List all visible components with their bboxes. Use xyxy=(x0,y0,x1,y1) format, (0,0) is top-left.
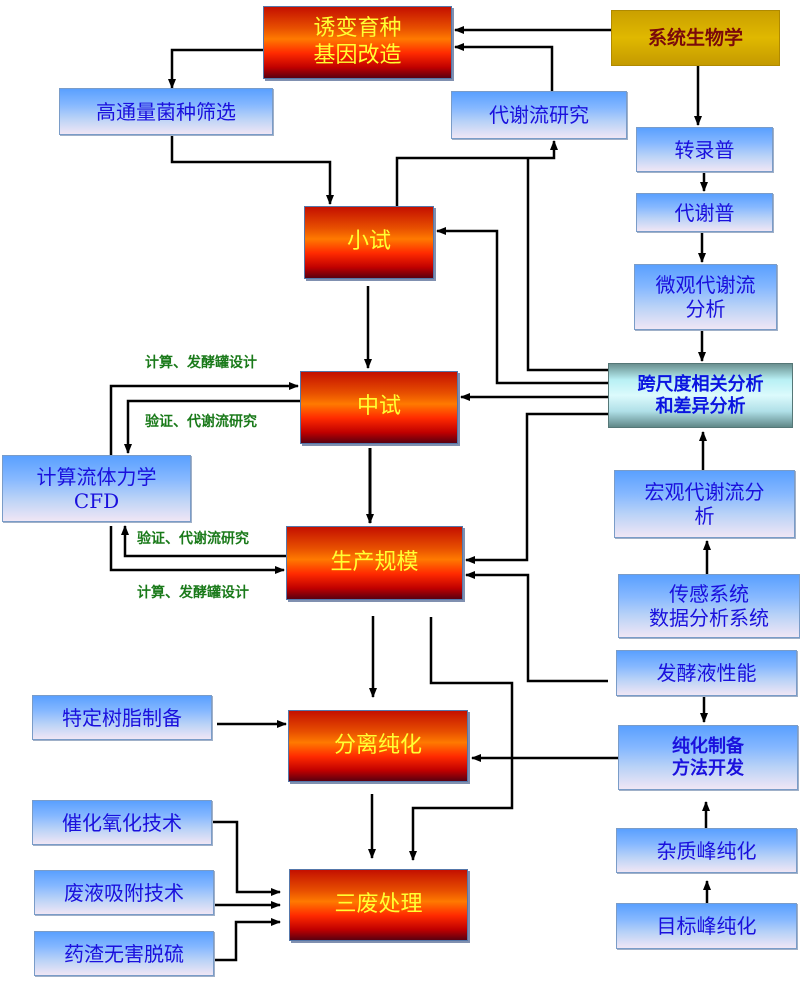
node-pilot-scale: 中试 xyxy=(300,371,458,444)
edge-broth-to-production xyxy=(465,571,608,683)
node-micro-flux-analysis: 微观代谢流 分析 xyxy=(634,264,777,330)
edge-pilot-to-cfd xyxy=(124,399,300,454)
node-macro-flux-analysis: 宏观代谢流分 析 xyxy=(614,470,795,538)
node-waste-treatment: 三废处理 xyxy=(289,869,468,941)
node-purification-method-dev: 纯化制备 方法开发 xyxy=(618,725,798,790)
edge-lab-to-flux xyxy=(395,140,558,206)
node-cfd: 计算流体力学 CFD xyxy=(2,455,191,522)
node-target-peak-purification: 目标峰纯化 xyxy=(616,903,797,949)
edge-label-pilot-calc: 计算、发酵罐设计 xyxy=(145,355,257,371)
edge-cross-to-flux xyxy=(526,158,608,372)
node-production-scale: 生产规模 xyxy=(286,526,463,600)
edge-label-pilot-verify: 验证、代谢流研究 xyxy=(145,414,257,430)
edge-screening-to-lab xyxy=(170,135,334,205)
node-sensing-system: 传感系统 数据分析系统 xyxy=(618,574,800,638)
node-cross-scale-analysis: 跨尺度相关分析 和差异分析 xyxy=(608,363,793,428)
edge-cfd-to-production xyxy=(109,526,285,574)
node-metabolome: 代谢普 xyxy=(636,193,773,232)
node-high-throughput-screening: 高通量菌种筛选 xyxy=(59,88,273,135)
edge-cross-to-production xyxy=(465,412,608,564)
node-impurity-peak-purification: 杂质峰纯化 xyxy=(616,828,797,873)
edge-cross-to-lab xyxy=(436,227,608,385)
edge-residue-to-waste xyxy=(214,918,281,962)
edge-label-prod-verify: 验证、代谢流研究 xyxy=(137,531,249,547)
edge-catalytic-to-waste xyxy=(212,820,281,896)
node-catalytic-oxidation: 催化氧化技术 xyxy=(32,800,212,845)
node-broth-properties: 发酵液性能 xyxy=(616,650,797,696)
node-waste-liquid-adsorption: 废液吸附技术 xyxy=(34,870,214,915)
edge-production-to-cfd xyxy=(121,525,286,558)
node-resin-preparation: 特定树脂制备 xyxy=(32,695,212,740)
node-systems-biology: 系统生物学 xyxy=(611,10,780,66)
node-transcriptome: 转录普 xyxy=(636,127,773,172)
edge-flux-to-breeding xyxy=(454,43,554,91)
edge-label-prod-calc: 计算、发酵罐设计 xyxy=(137,585,249,601)
edge-production-to-waste xyxy=(409,617,514,861)
node-separation-purification: 分离纯化 xyxy=(288,710,468,782)
edge-cfd-to-pilot xyxy=(109,382,299,455)
edge-breeding-to-screening xyxy=(168,48,263,89)
node-metabolic-flux-research: 代谢流研究 xyxy=(451,91,627,139)
node-residue-desulfurization: 药渣无害脱硫 xyxy=(34,931,214,976)
node-mutation-breeding: 诱变育种 基因改造 xyxy=(263,6,452,79)
node-lab-scale: 小试 xyxy=(304,206,434,279)
